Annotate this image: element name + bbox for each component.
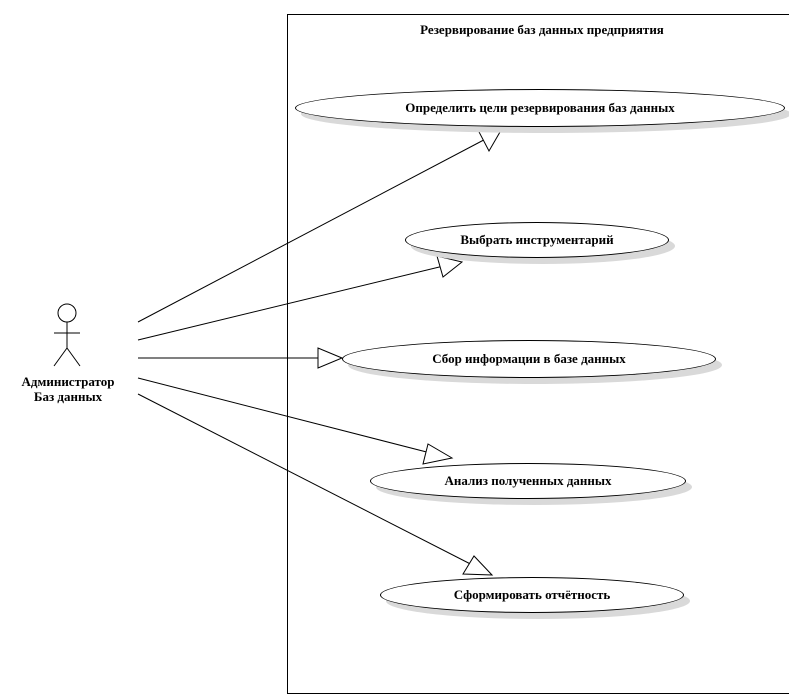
system-title: Резервирование баз данных предприятия	[420, 22, 664, 37]
use-case-ellipse: Определить цели резервирования баз данны…	[295, 89, 785, 127]
use-case-analyze-data[interactable]: Анализ полученных данных	[370, 463, 692, 505]
association-form-report	[137, 393, 491, 575]
actor-label: Администратор Баз данных	[0, 374, 136, 404]
use-case-label: Анализ полученных данных	[444, 473, 612, 488]
arrowhead-collect-info	[317, 347, 344, 369]
use-case-label: Сбор информации в базе данных	[432, 351, 626, 366]
association-define-goals	[137, 132, 498, 323]
diagram-canvas	[53, 129, 501, 576]
use-case-label: Определить цели резервирования баз данны…	[405, 100, 675, 115]
use-case-ellipse: Анализ полученных данных	[370, 463, 686, 499]
association-analyze-data	[137, 377, 451, 459]
arrowhead-form-report	[462, 555, 494, 576]
arrowheads	[317, 129, 501, 576]
use-case-ellipse: Сбор информации в базе данных	[342, 340, 716, 378]
use-case-label: Сформировать отчётность	[453, 587, 611, 602]
use-case-ellipse: Сформировать отчётность	[380, 577, 684, 613]
actor-stick-figure-icon	[53, 303, 81, 367]
use-case-define-goals[interactable]: Определить цели резервирования баз данны…	[295, 89, 789, 133]
use-case-collect-info[interactable]: Сбор информации в базе данных	[342, 340, 722, 384]
arrowhead-analyze-data	[422, 443, 454, 465]
associations	[137, 132, 498, 575]
association-choose-tools	[137, 261, 461, 341]
use-case-choose-tools[interactable]: Выбрать инструментарий	[405, 222, 675, 264]
use-case-label: Выбрать инструментарий	[460, 232, 614, 247]
arrowhead-choose-tools	[436, 255, 464, 278]
actor-label-line1: Администратор	[21, 374, 115, 389]
use-case-ellipse: Выбрать инструментарий	[405, 222, 669, 258]
use-case-form-report[interactable]: Сформировать отчётность	[380, 577, 690, 619]
actor-label-line2: Баз данных	[33, 389, 103, 404]
